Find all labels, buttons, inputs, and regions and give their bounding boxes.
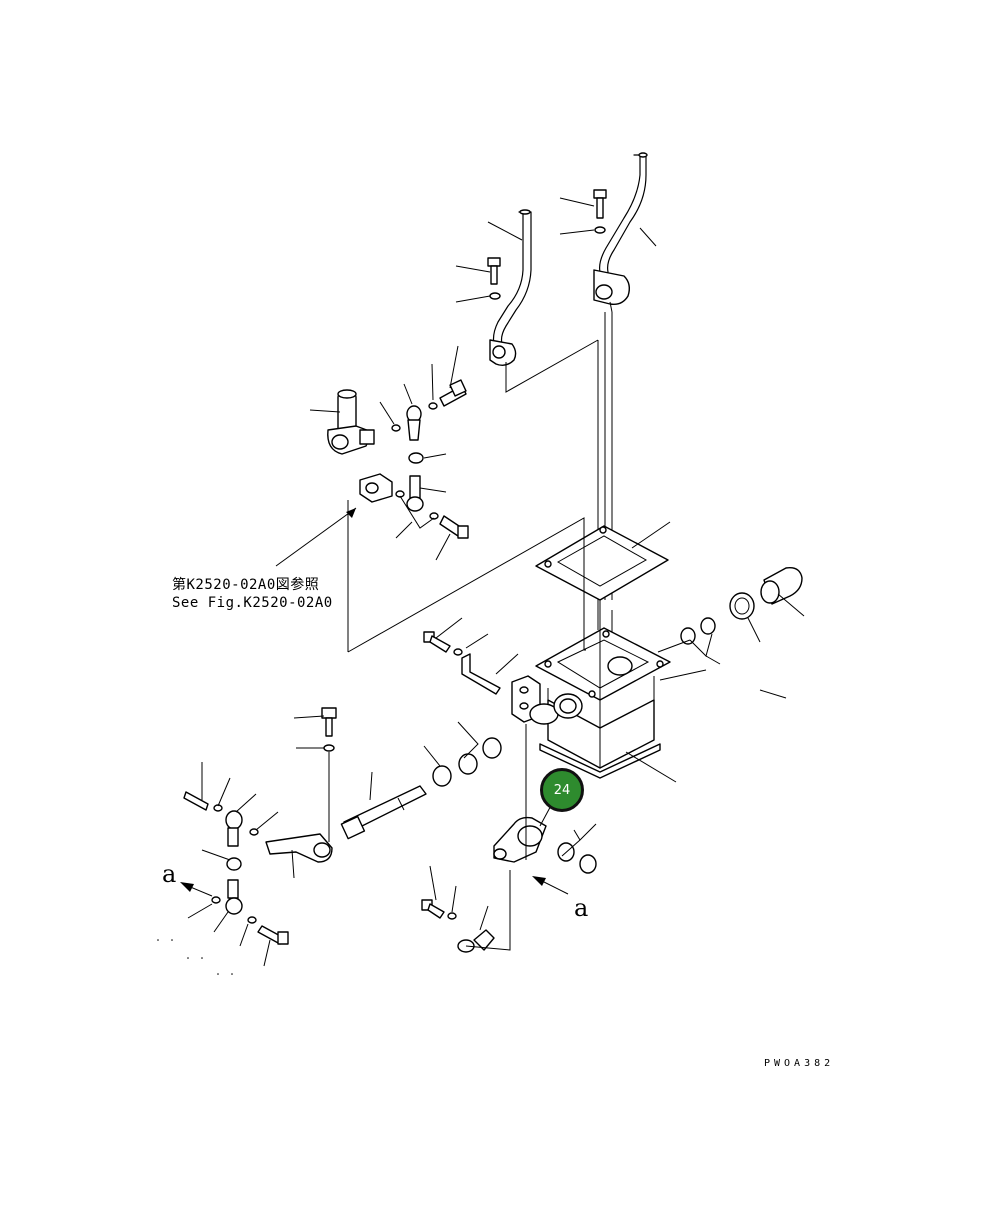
rod-end-2 xyxy=(406,475,424,512)
washer-2 xyxy=(428,402,438,410)
part-callout-24[interactable]: 24 xyxy=(540,768,584,812)
bolt-3 xyxy=(423,631,451,653)
lower-right-bushings xyxy=(557,842,597,874)
left-shift-lever xyxy=(489,209,532,367)
figure-code: PWOA382 xyxy=(764,1058,835,1069)
reference-note-en: See Fig.K2520-02A0 xyxy=(172,595,333,611)
right-bushings xyxy=(680,567,803,645)
view-label-left: a xyxy=(162,860,177,888)
pivot-bushing xyxy=(529,693,583,725)
rod-end-1 xyxy=(406,405,422,441)
shaft-bushings xyxy=(432,737,502,787)
shaft xyxy=(340,785,427,840)
pin xyxy=(461,653,501,695)
dot-marks xyxy=(157,939,233,975)
view-label-right: a xyxy=(574,894,589,922)
clevis-block xyxy=(359,473,393,503)
left-lever-bolt xyxy=(487,257,501,300)
right-shift-lever xyxy=(593,152,648,313)
right-lever-bolt xyxy=(593,189,607,234)
lower-plate xyxy=(535,627,671,701)
upper-gasket xyxy=(535,525,669,601)
reference-note-jp: 第K2520-02A0図参照 xyxy=(172,577,320,593)
washer-5 xyxy=(453,648,463,656)
bolt-2 xyxy=(439,515,469,539)
nut-1 xyxy=(408,452,424,464)
reference-lines xyxy=(275,500,601,740)
lower-left-hardware xyxy=(183,791,289,945)
lower-right-hardware xyxy=(421,899,495,953)
washer-1 xyxy=(391,424,401,432)
leader-left-lever xyxy=(505,339,599,393)
view-arrow-right xyxy=(532,876,569,895)
washer-4 xyxy=(429,512,439,520)
leader-lines xyxy=(187,197,805,967)
washer-3 xyxy=(395,490,405,498)
lower-right-arm xyxy=(493,816,547,863)
view-arrow-left xyxy=(180,882,213,897)
bolt-1 xyxy=(439,379,467,407)
lower-left-arm xyxy=(265,833,333,863)
upper-left-lever-arm xyxy=(327,389,375,455)
bolt-4 xyxy=(321,707,337,842)
